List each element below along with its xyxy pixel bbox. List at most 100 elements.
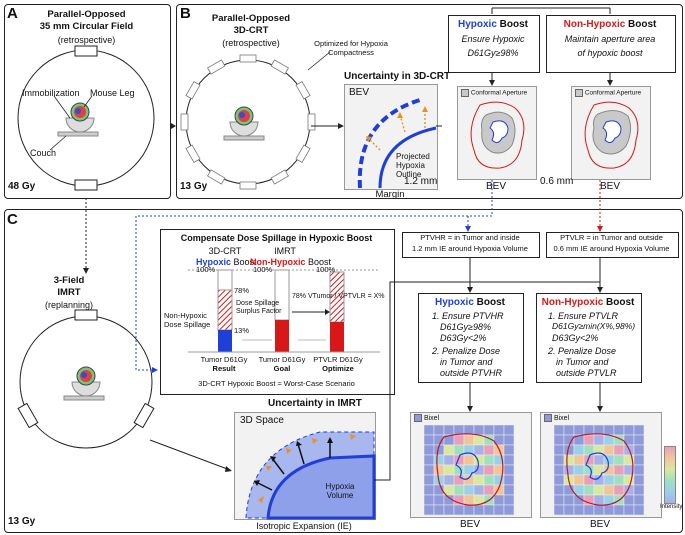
surplus-label: Dose Spillage Surplus Factor [236, 300, 282, 316]
bixel-cell [573, 454, 585, 466]
bixel-cell [443, 484, 455, 496]
bixel-cell [613, 424, 625, 436]
bixel-cell [603, 464, 615, 476]
bixel-cell [423, 434, 435, 446]
bixel-cell [563, 424, 575, 436]
bixel-cell [463, 454, 475, 466]
b-hypoxic-line2: D61Gy≥98% [467, 48, 519, 58]
bixel-cell [433, 494, 445, 506]
b-nonhypoxic-boost-title: Non-Hypoxic Boost [563, 19, 657, 30]
space-label: 3D Space [240, 415, 284, 426]
bixel-cell [613, 464, 625, 476]
bixel-cell [563, 494, 575, 506]
bixel-cell [633, 484, 645, 496]
b-nonhypoxic-aperture-label: Conformal Aperture [575, 89, 641, 97]
spillage-pct100-b: 100% [253, 265, 273, 274]
ptv-lr-box [546, 232, 679, 258]
bixel-cell [463, 484, 475, 496]
c-nonhypoxic-bixel-label: Bixel [544, 414, 569, 423]
bixel-cell [483, 464, 495, 476]
b-hypoxic-line1: Ensure Hypoxic [461, 34, 525, 44]
intensity-colorbar [664, 446, 676, 504]
ptv-hr-text2: 1.2 mm IE around Hypoxia Volume [412, 244, 528, 253]
bixel-cell [453, 484, 465, 496]
bixel-cell [443, 444, 455, 456]
bixel-cell [483, 504, 495, 516]
label-mouse-leg: Mouse Leg [90, 88, 135, 98]
bixel-cell [593, 484, 605, 496]
bixel-cell [493, 494, 505, 506]
bixel-cell [593, 434, 605, 446]
bixel-cell [583, 474, 595, 486]
bixel-cell [603, 474, 615, 486]
bixel-cell [433, 464, 445, 476]
bixel-cell [573, 464, 585, 476]
panel-c-title-2: IMRT [57, 287, 81, 298]
bixel-cell [493, 424, 505, 436]
bixel-cell [473, 484, 485, 496]
bixel-cell [423, 454, 435, 466]
bixel-cell [463, 464, 475, 476]
b-hypoxic-bev-label: BEV [485, 181, 506, 192]
c-hypoxic-l5: in Tumor and [440, 357, 493, 367]
ptv-lr-text2: 0.6 mm IE around Hypoxia Volume [553, 244, 670, 253]
c-hypoxic-l4: 2. Penalize Dose [432, 346, 501, 356]
label-immobilization: Immobilization [22, 88, 80, 98]
bixel-cell [423, 494, 435, 506]
bixel-cell [503, 454, 515, 466]
b-hypoxic-boost-box [448, 15, 540, 73]
bixel-cell [633, 464, 645, 476]
bixel-cell [423, 464, 435, 476]
hypoxia-outline [585, 452, 609, 480]
spillage-col2-sub: Non-Hypoxic Boost [250, 257, 332, 267]
intensity-label: Intensity [660, 504, 683, 510]
bixel-cell [443, 424, 455, 436]
spillage-pct13: 13% [234, 326, 250, 335]
c-hypoxic-l2: D61Gy≥98% [440, 322, 491, 332]
c-hypoxic-l6: outside PTVHR [440, 368, 503, 378]
bixel-cell [553, 434, 565, 446]
bixel-cell [553, 504, 565, 516]
bixel-cell [593, 454, 605, 466]
bixel-cell [573, 474, 585, 486]
c-nonhypoxic-title: Non-Hypoxic Boost [541, 297, 635, 308]
ptv-hr-box [402, 232, 540, 258]
bixel-cell [623, 504, 635, 516]
uncertainty-imrt-title: Uncertainty in IMRT [268, 398, 362, 409]
bixel-cell [563, 464, 575, 476]
c-nonhypoxic-l3: D63Gy<2% [552, 333, 599, 343]
tumor-outline [436, 433, 504, 506]
tumor-outline [566, 433, 634, 506]
panel-a-title-2: 35 mm Circular Field [39, 21, 134, 32]
bixel-cell [583, 434, 595, 446]
b-hypoxic-boost-title: Hypoxic Boost [457, 19, 528, 30]
bixel-cell [423, 444, 435, 456]
isotropic-label: Isotropic Expansion (IE) [256, 521, 352, 531]
bixel-cell [633, 454, 645, 466]
bixel-cell [453, 504, 465, 516]
c-nonhypoxic-boost-box [536, 293, 642, 383]
bixel-cell [503, 494, 515, 506]
panel-a-letter: A [7, 5, 18, 22]
bixel-cell [453, 474, 465, 486]
bixel-cell [433, 504, 445, 516]
c-hypoxic-l3: D63Gy<2% [440, 333, 487, 343]
bixel-cell [443, 474, 455, 486]
panel-b-subtitle: (retrospective) [222, 38, 280, 48]
projected-hypoxia-label: Projected Hypoxia Outline [396, 152, 430, 180]
bixel-cell [563, 504, 575, 516]
bixel-cell [553, 444, 565, 456]
c-nonhypoxic-bev-label: BEV [589, 519, 610, 530]
bixel-cell [473, 474, 485, 486]
bixel-cell [573, 504, 585, 516]
bixel-cell [483, 424, 495, 436]
b-nonhypoxic-boost-box [546, 15, 676, 73]
bixel-cell [593, 464, 605, 476]
bixel-cell [473, 424, 485, 436]
margin-label: Margin [375, 189, 405, 200]
